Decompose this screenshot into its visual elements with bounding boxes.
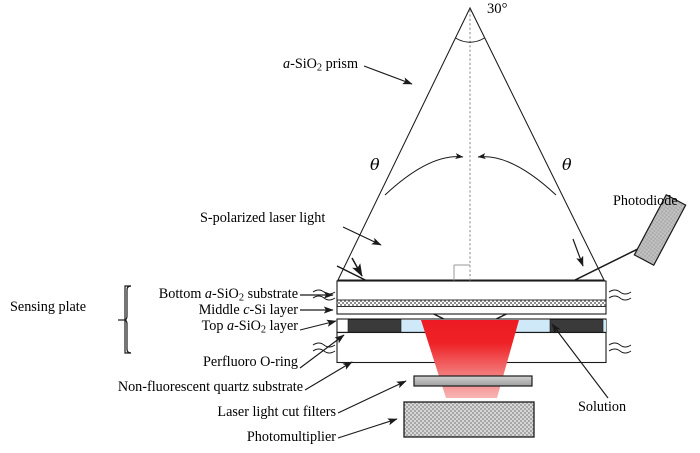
theta-right-label: θ	[562, 155, 572, 174]
middle-csi-label: Middle c-Si layer	[198, 302, 298, 318]
bottom-substrate-label: Bottom a-SiO2 substrate	[158, 286, 298, 304]
photomultiplier-body	[403, 401, 535, 438]
laser-cut-filter-body	[413, 375, 533, 387]
quartz-substrate-label: Non-fluorescent quartz substrate	[117, 379, 303, 395]
apex-angle-label: 30°	[487, 1, 508, 17]
oring-right-block	[549, 319, 604, 333]
photomultiplier-label: Photomultiplier	[246, 429, 336, 445]
photodiode-body	[633, 194, 687, 266]
leader-lines	[299, 65, 609, 439]
middle-csi-layer	[336, 299, 607, 307]
prism-label: a-SiO2 prism	[283, 56, 358, 74]
theta-angle-arcs	[384, 153, 557, 196]
bottom-substrate-layer	[336, 280, 607, 315]
top-sio2-label: Top a-SiO2 layer	[201, 318, 298, 336]
laser-light-label: S-polarized laser light	[200, 210, 326, 226]
photodiode-label: Photodiode	[613, 193, 678, 209]
optical-axis-line	[453, 10, 471, 281]
sensing-plate-bracket	[118, 285, 132, 354]
sensing-plate-label: Sensing plate	[10, 299, 87, 315]
apex-angle-arc	[455, 37, 485, 43]
oring-label: Perfluoro O-ring	[203, 354, 298, 370]
solution-label: Solution	[578, 399, 627, 415]
oring-left-block	[347, 319, 402, 333]
laser-cut-filters-label: Laser light cut filters	[217, 404, 336, 420]
theta-left-label: θ	[370, 155, 380, 174]
prism-triangle	[337, 6, 605, 281]
